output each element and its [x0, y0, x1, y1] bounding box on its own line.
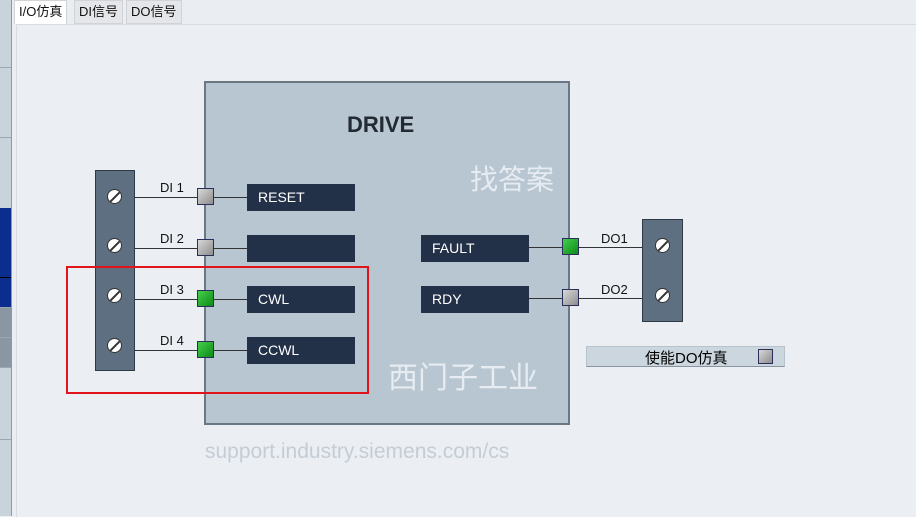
sidebar-segment[interactable] — [0, 0, 11, 68]
tab-io-simulation[interactable]: I/O仿真 — [14, 0, 68, 24]
sidebar-segment[interactable] — [0, 68, 11, 138]
tab-do-signal[interactable]: DO信号 — [126, 0, 182, 24]
drive-title: DRIVE — [347, 112, 415, 137]
wire — [135, 350, 247, 351]
wire — [135, 197, 247, 198]
enable-do-simulation-button[interactable]: 使能DO仿真 — [586, 346, 785, 367]
di3-label: DI 3 — [160, 282, 184, 297]
wire — [135, 248, 247, 249]
di4-signal-name: CCWL — [247, 337, 355, 364]
sidebar-segment[interactable] — [0, 368, 11, 440]
di4-led-toggle[interactable] — [197, 341, 214, 358]
highlight-box — [66, 266, 369, 394]
di2-led-toggle[interactable] — [197, 239, 214, 256]
di1-led-toggle[interactable] — [197, 188, 214, 205]
enable-do-simulation-led — [758, 349, 773, 364]
di3-signal-name: CWL — [247, 286, 355, 313]
screw-icon — [107, 338, 122, 353]
sidebar-segment-active[interactable] — [0, 208, 11, 278]
left-sidebar-strip — [0, 0, 12, 516]
sidebar-segment-active[interactable] — [0, 278, 11, 308]
do1-led — [562, 238, 579, 255]
do-terminal-block — [642, 219, 683, 322]
do2-led — [562, 289, 579, 306]
watermark: 西门子工业 — [388, 362, 538, 395]
tab-bar: I/O仿真 DI信号 DO信号 — [12, 0, 916, 24]
screw-icon — [107, 288, 122, 303]
di-terminal-block — [95, 170, 135, 371]
sidebar-segment[interactable] — [0, 138, 11, 209]
do2-label: DO2 — [601, 282, 628, 297]
di1-label: DI 1 — [160, 180, 184, 195]
sidebar-segment[interactable] — [0, 338, 11, 368]
watermark: 找答案 — [470, 164, 555, 195]
do2-signal-name: RDY — [421, 286, 529, 313]
wire — [529, 298, 642, 299]
di1-signal-name: RESET — [247, 184, 355, 211]
tab-di-signal[interactable]: DI信号 — [74, 0, 124, 24]
enable-do-simulation-label: 使能DO仿真 — [645, 350, 728, 367]
do1-signal-name: FAULT — [421, 235, 529, 262]
do1-label: DO1 — [601, 231, 628, 246]
di2-label: DI 2 — [160, 231, 184, 246]
screw-icon — [107, 189, 122, 204]
screw-icon — [655, 238, 670, 253]
watermark: support.industry.siemens.com/cs — [205, 440, 510, 463]
di3-led-toggle[interactable] — [197, 290, 214, 307]
wire — [529, 247, 642, 248]
di2-signal-name — [247, 235, 355, 262]
wire — [135, 299, 247, 300]
di4-label: DI 4 — [160, 333, 184, 348]
screw-icon — [655, 288, 670, 303]
screw-icon — [107, 238, 122, 253]
sidebar-segment[interactable] — [0, 308, 11, 338]
